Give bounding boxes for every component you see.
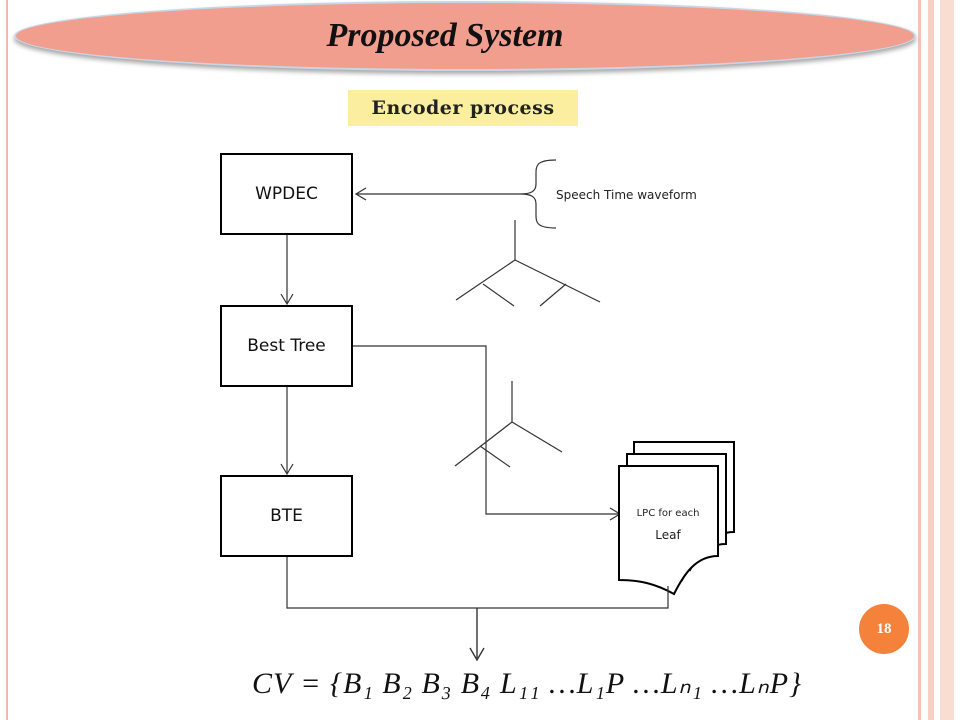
arrowhead [469, 647, 485, 662]
title-banner: Proposed System [14, 1, 916, 71]
bte-box: BTE [220, 475, 353, 557]
slide-frame-right-stripe [928, 0, 934, 720]
slide-frame-right-stripe [918, 0, 921, 720]
connector-lpc-to-join [477, 586, 669, 609]
lpc-document-stack-icon [618, 441, 735, 596]
slide-frame-left [6, 0, 8, 720]
best-tree-box: Best Tree [220, 305, 353, 387]
best-tree-icon [454, 381, 563, 468]
code-vector-formula: CV = {B₁ B₂ B₃ B₄ L₁₁ …L₁P …Lₙ₁ …LₙP} [252, 666, 803, 700]
arrowhead [354, 187, 367, 201]
slide-title: Proposed System [326, 17, 564, 54]
arrowhead [280, 463, 294, 476]
wpdec-box: WPDEC [220, 153, 353, 235]
page-number-badge: 18 [859, 604, 909, 654]
connector-bte-to-join [286, 557, 477, 609]
wavelet-tree-icon [455, 220, 601, 307]
arrow-besttree-to-lpc [353, 345, 619, 515]
lpc-label: LPC for each [636, 508, 700, 519]
lpc-leaf-label: Leaf [655, 528, 681, 542]
speech-waveform-label: Speech Time waveform [556, 188, 697, 202]
input-brace [519, 159, 557, 229]
slide-frame-right-stripe [940, 0, 954, 720]
slide-subtitle: Encoder process [348, 90, 578, 126]
arrowhead [280, 293, 294, 306]
